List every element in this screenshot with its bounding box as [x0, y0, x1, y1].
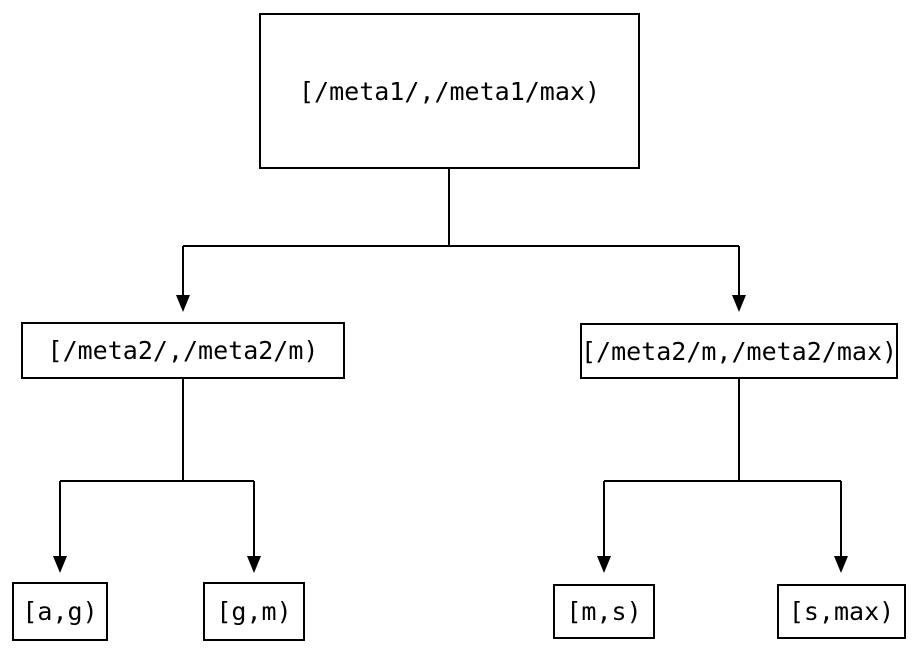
- node-label: [/meta2/m,/meta2/max): [580, 336, 898, 366]
- edge-mid-right-to-children: [597, 379, 848, 573]
- node-meta2-upper-range: [/meta2/m,/meta2/max): [580, 323, 898, 379]
- node-leaf-m-s: [m,s): [553, 584, 655, 639]
- arrowhead-icon: [597, 556, 611, 573]
- node-leaf-a-g: [a,g): [12, 582, 108, 641]
- node-label: [/meta2/,/meta2/m): [47, 336, 319, 365]
- arrowhead-icon: [176, 295, 190, 312]
- edge-mid-left-to-children: [53, 379, 261, 573]
- node-label: [/meta1/,/meta1/max): [298, 76, 601, 106]
- node-meta2-lower-range: [/meta2/,/meta2/m): [21, 322, 345, 379]
- node-label: [m,s): [566, 597, 642, 626]
- node-label: [a,g): [22, 597, 98, 626]
- node-leaf-s-max: [s,max): [777, 584, 906, 639]
- arrowhead-icon: [53, 556, 67, 573]
- node-label: [s,max): [788, 597, 895, 626]
- node-root-meta1-range: [/meta1/,/meta1/max): [259, 13, 640, 169]
- arrowhead-icon: [732, 295, 746, 312]
- arrowhead-icon: [247, 556, 261, 573]
- arrowhead-icon: [834, 556, 848, 573]
- edge-root-to-children: [176, 168, 746, 312]
- node-leaf-g-m: [g,m): [203, 582, 305, 641]
- node-label: [g,m): [216, 597, 292, 626]
